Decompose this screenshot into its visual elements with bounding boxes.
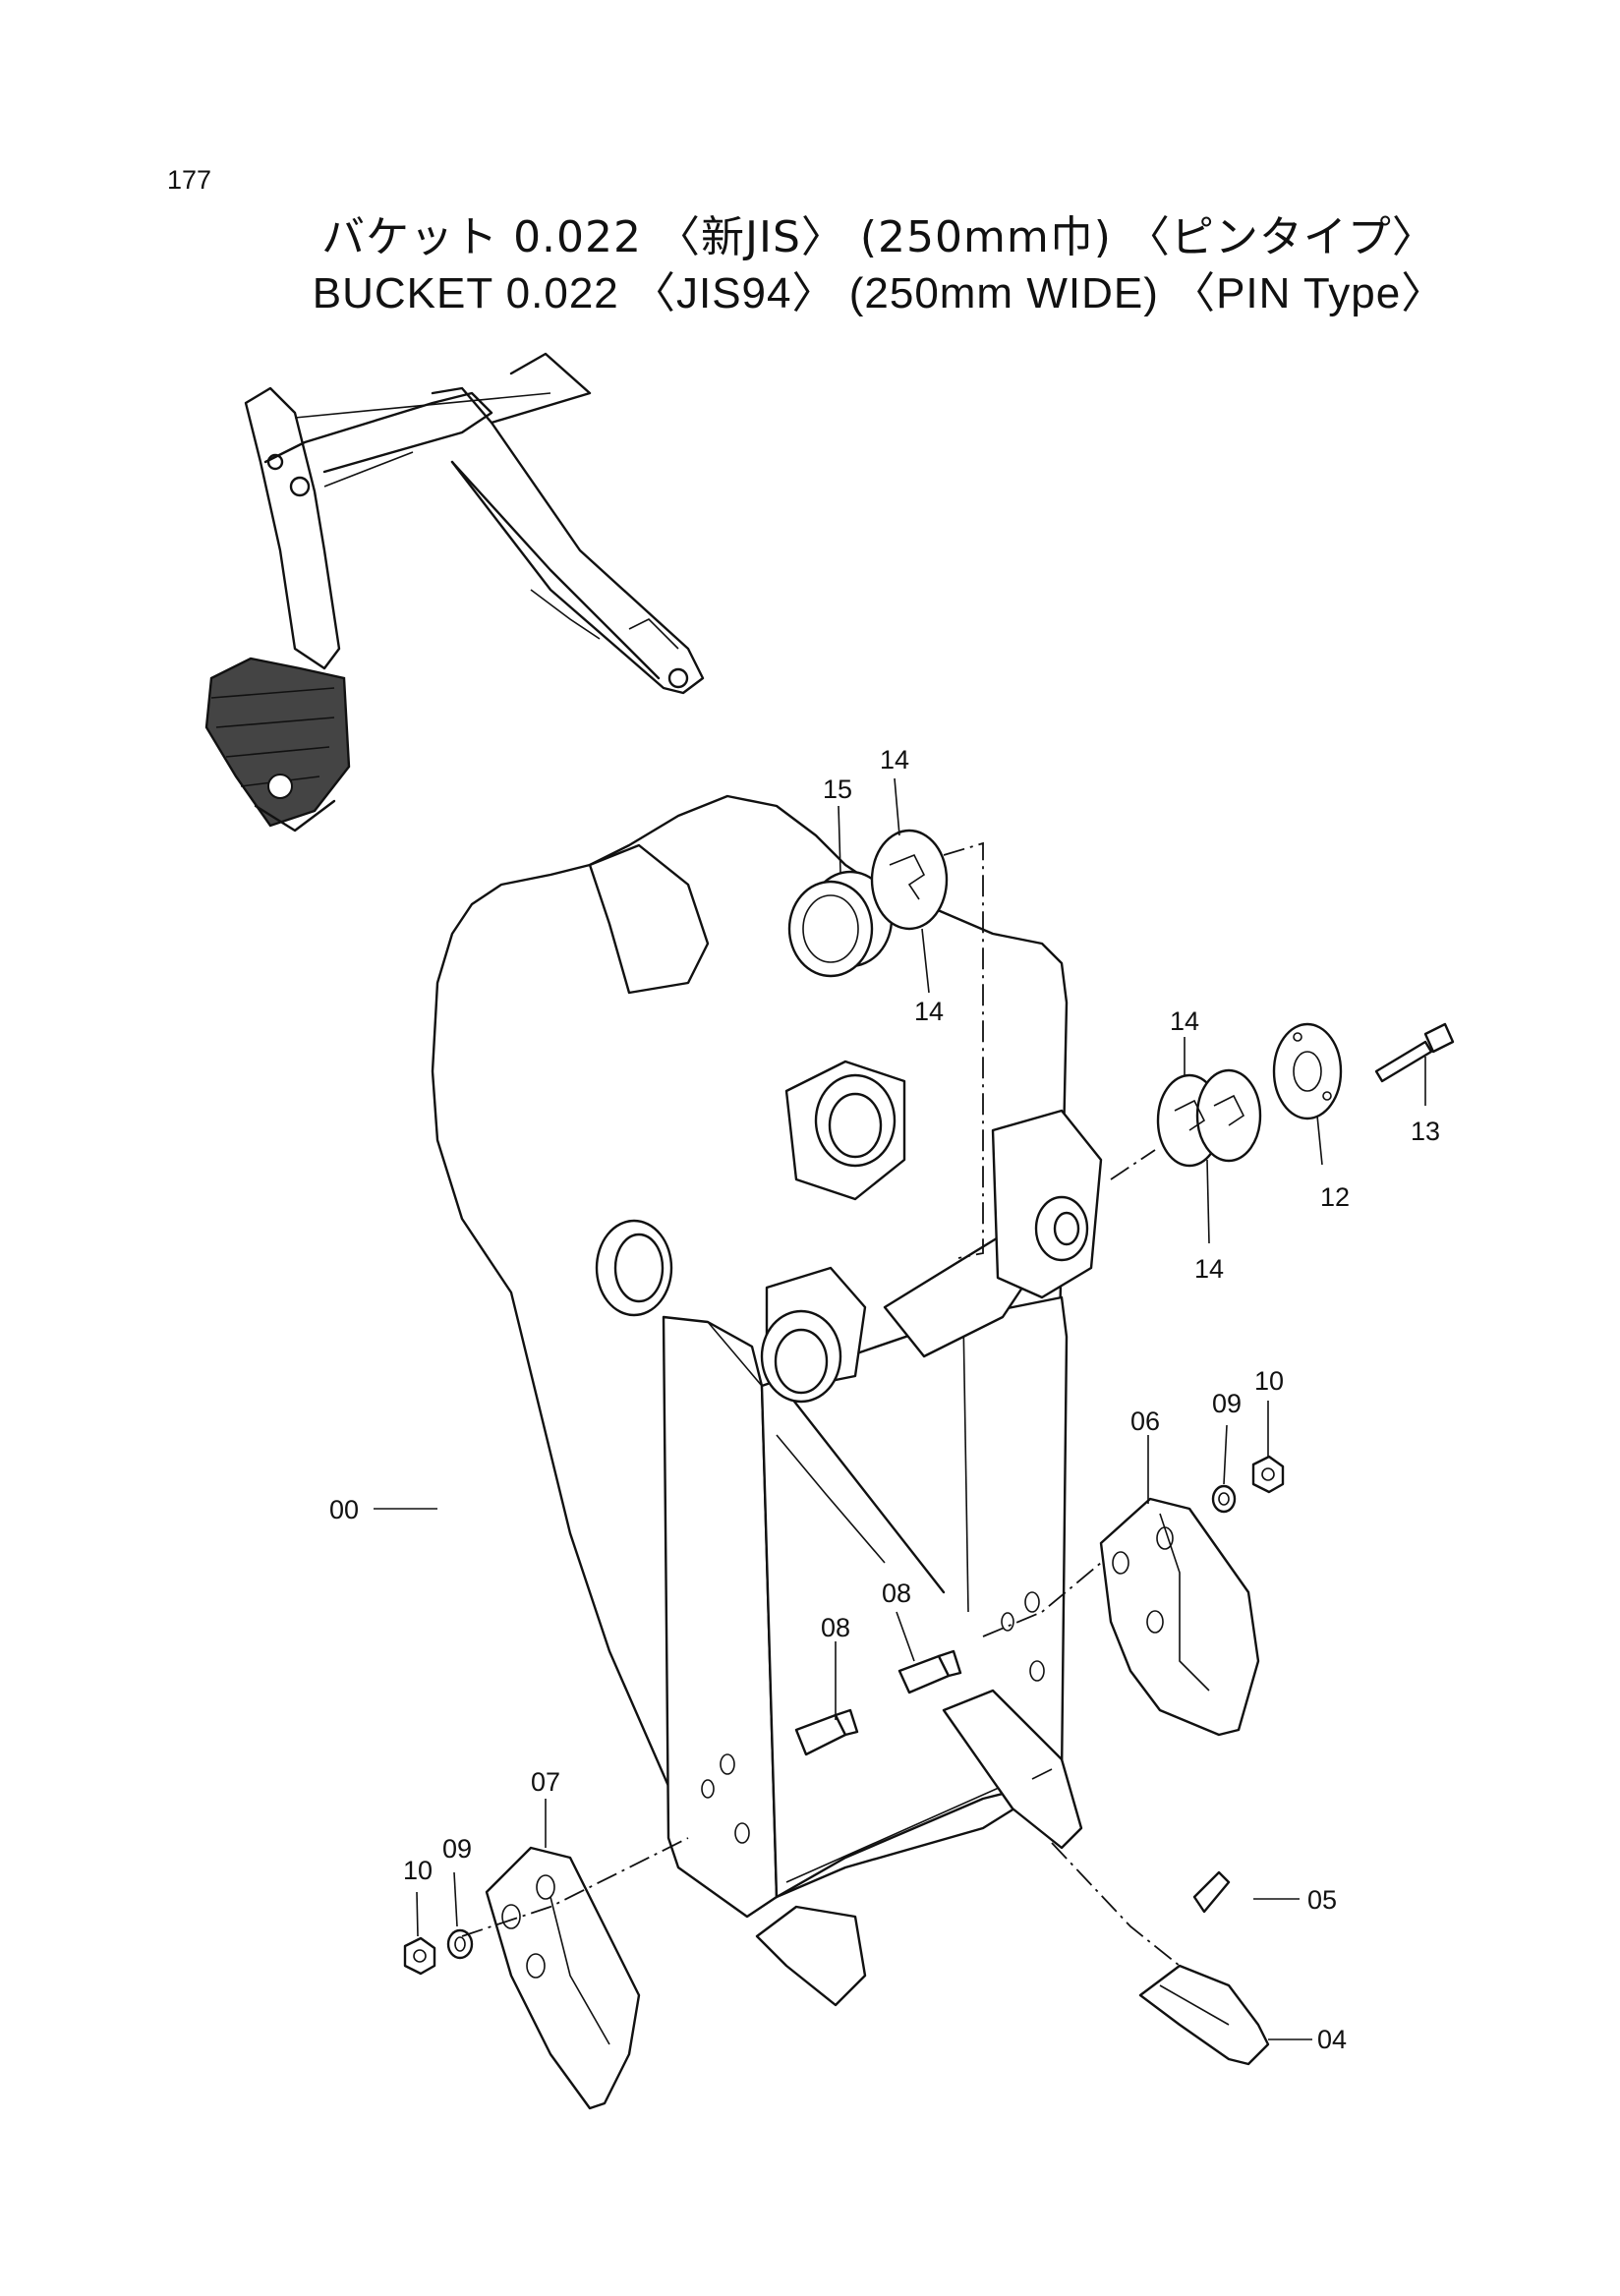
callout-10-left: 10 (403, 1856, 433, 1885)
side-cutter-06 (1099, 1497, 1260, 1737)
shim-14-right (1156, 1068, 1262, 1168)
callout-15: 15 (823, 775, 852, 804)
callout-06: 06 (1130, 1406, 1160, 1436)
callout-05: 05 (1307, 1885, 1337, 1915)
bucket-body (431, 794, 1103, 2007)
callout-12: 12 (1320, 1182, 1350, 1212)
tooth-pin-05 (1192, 1870, 1231, 1914)
title-japanese: バケット 0.022 〈新JIS〉 (250mm巾) 〈ピンタイプ〉 (321, 212, 1436, 262)
callout-13: 13 (1411, 1117, 1440, 1146)
shim-14-upper (870, 829, 949, 931)
nut-10-left (403, 1936, 436, 1976)
callout-14-right-bottom: 14 (1194, 1254, 1224, 1284)
excavator-arm-overview (204, 352, 705, 832)
callout-08-lower: 08 (821, 1613, 850, 1642)
callout-labels: 00 04 05 06 07 08 08 09 09 10 10 12 13 1… (329, 745, 1440, 2054)
bushing-15 (787, 870, 894, 978)
bolt-08-upper (897, 1649, 962, 1694)
title-english: BUCKET 0.022 〈JIS94〉 (250mm WIDE) 〈PIN T… (312, 269, 1446, 317)
callout-04: 04 (1317, 2025, 1347, 2054)
washer-09-right (1211, 1484, 1237, 1514)
callout-08-upper: 08 (882, 1578, 911, 1608)
callout-14-upper-bottom: 14 (914, 997, 944, 1026)
assembly-lines (461, 841, 1181, 1967)
bolt-08-lower (794, 1708, 859, 1756)
callout-00: 00 (329, 1495, 359, 1524)
callout-09-right: 09 (1212, 1389, 1242, 1418)
plate-12 (1272, 1022, 1343, 1120)
tooth-04 (1138, 1964, 1270, 2066)
callout-14-top: 14 (880, 745, 909, 775)
callout-09-left: 09 (442, 1834, 472, 1864)
washer-09-left (446, 1928, 474, 1960)
side-cutter-07 (485, 1846, 641, 2110)
callout-14-right-top: 14 (1170, 1006, 1199, 1036)
leader-lines (374, 777, 1426, 2040)
bolt-13 (1374, 1022, 1455, 1083)
callout-07: 07 (531, 1767, 560, 1797)
callout-10-right: 10 (1254, 1366, 1284, 1396)
nut-10-right (1251, 1455, 1285, 1494)
page-number: 177 (167, 165, 212, 195)
